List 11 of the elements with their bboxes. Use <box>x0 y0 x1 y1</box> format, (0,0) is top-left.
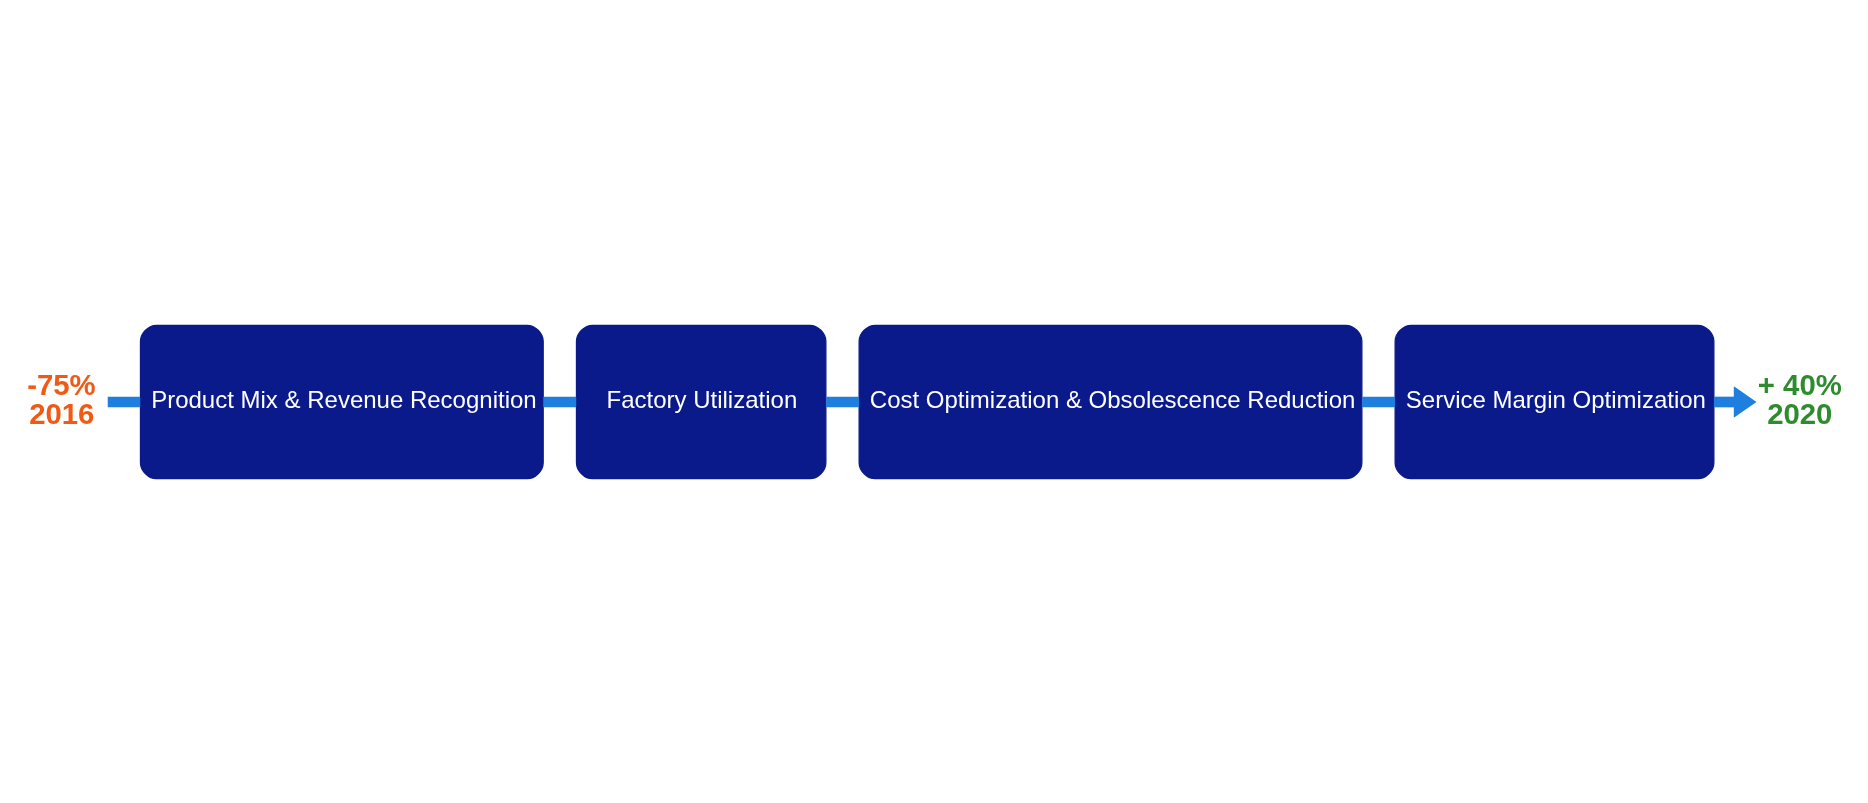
node-box: Cost Optimization & Obsolescence Reduction <box>858 324 1362 479</box>
connector <box>825 396 859 407</box>
node-text: + 40% 2020 <box>1757 367 1842 430</box>
connector <box>107 396 140 407</box>
node-box: Service Margin Optimization <box>1394 324 1714 479</box>
connector <box>1361 396 1395 407</box>
connector <box>542 396 576 407</box>
node-text: -75% 2016 <box>26 367 96 430</box>
node-box: Factory Utilization <box>575 324 826 479</box>
node-box: Product Mix & Revenue Recognition <box>139 324 544 479</box>
arrow <box>1713 385 1756 418</box>
